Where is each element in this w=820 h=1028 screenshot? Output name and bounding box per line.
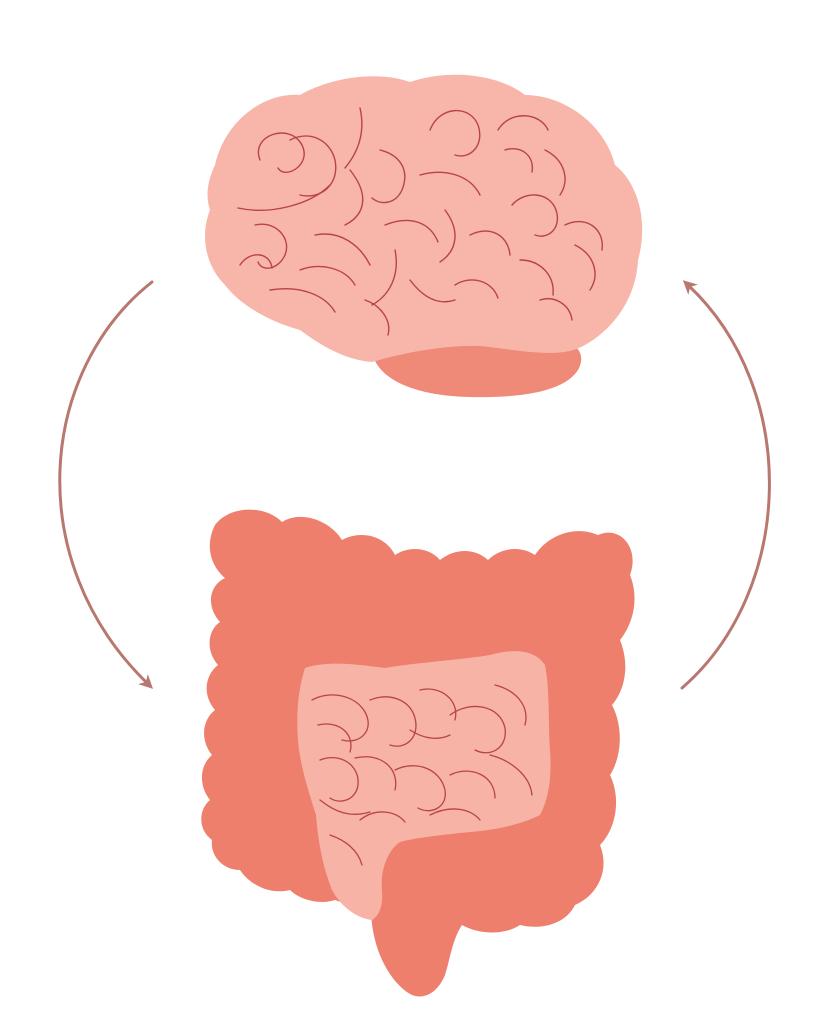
small-intestine	[297, 651, 551, 920]
small-intestine-folds	[311, 684, 533, 866]
arrow-up-icon	[680, 280, 771, 690]
intestines-icon	[201, 509, 635, 997]
arrow-down-icon	[58, 280, 154, 689]
cerebral-cortex	[205, 74, 643, 362]
brain-folds	[237, 107, 603, 336]
brain-icon	[205, 74, 643, 398]
